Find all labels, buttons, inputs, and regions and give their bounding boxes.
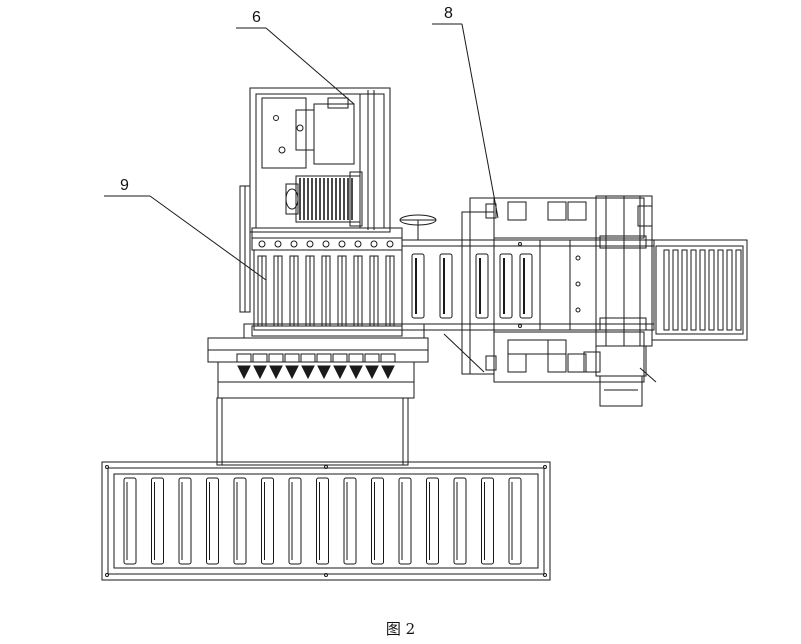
- funnel: [237, 365, 251, 380]
- funnel: [285, 365, 299, 380]
- conveyor-slot: [475, 253, 489, 319]
- bottom-roller: [178, 477, 192, 565]
- bottom-roller: [371, 477, 384, 565]
- conveyor-slot: [499, 253, 513, 319]
- bottom-roller: [508, 477, 522, 565]
- output-slat: [726, 249, 733, 331]
- bottom-roller: [206, 477, 219, 565]
- funnel: [269, 365, 283, 380]
- middle-conveyor: [399, 197, 655, 383]
- bottom-roller: [453, 477, 467, 565]
- middle-conveyor-blocks: [485, 201, 587, 373]
- funnel: [381, 365, 395, 380]
- bottom-roller: [481, 477, 494, 565]
- figure-caption: 图 2: [385, 620, 416, 638]
- output-slat: [717, 249, 724, 331]
- bottom-roller: [261, 477, 274, 565]
- output-slat: [663, 249, 670, 331]
- drop-chute: [216, 397, 409, 466]
- bottom-roller: [316, 477, 329, 565]
- funnel: [301, 365, 315, 380]
- output-slat: [681, 249, 688, 331]
- output-slat: [672, 249, 679, 331]
- bottom-roller: [288, 477, 302, 565]
- bottom-roller: [398, 477, 412, 565]
- funnel: [253, 365, 267, 380]
- motor-frame: [239, 87, 391, 313]
- funnel: [317, 365, 331, 380]
- funnel: [365, 365, 379, 380]
- bottom-roller: [426, 477, 439, 565]
- output-conveyor: [651, 239, 748, 341]
- output-slat: [699, 249, 706, 331]
- output-slat: [690, 249, 697, 331]
- callout-9: 9: [120, 177, 129, 194]
- output-slat: [735, 249, 742, 331]
- bottom-roller: [123, 477, 137, 565]
- right-mechanism: [507, 195, 657, 407]
- funnel-row: [207, 337, 429, 399]
- bottom-roller: [233, 477, 247, 565]
- roller-bank: [243, 227, 425, 339]
- bottom-conveyor-bolts: [105, 465, 547, 577]
- bottom-conveyor: [101, 461, 551, 581]
- funnel: [349, 365, 363, 380]
- handwheel: [399, 214, 437, 240]
- leader-lines: [104, 23, 499, 373]
- conveyor-slot: [439, 253, 453, 319]
- callout-6: 6: [252, 9, 261, 26]
- funnel: [333, 365, 347, 380]
- output-slat: [708, 249, 715, 331]
- conveyor-slot: [519, 253, 533, 319]
- bottom-roller: [343, 477, 357, 565]
- conveyor-slot: [411, 253, 425, 319]
- motor: [285, 171, 363, 227]
- callout-8: 8: [444, 5, 453, 22]
- bottom-roller: [151, 477, 164, 565]
- middle-conveyor-bolts: [518, 242, 581, 328]
